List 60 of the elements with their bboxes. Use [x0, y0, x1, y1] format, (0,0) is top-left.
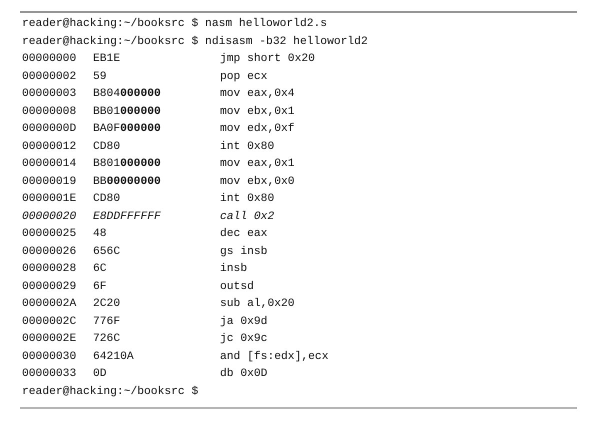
instruction-cell: pop ecx	[220, 70, 268, 84]
instruction-cell: and [fs:edx],ecx	[220, 350, 328, 364]
instruction-cell: call 0x2	[220, 210, 274, 224]
address-cell: 00000003	[22, 87, 76, 102]
opcode-cell: 2C20	[93, 297, 120, 312]
opcode-cell: BA0F000000	[93, 122, 161, 136]
opcode-cell: 59	[93, 70, 107, 84]
opcode-cell: E8DDFFFFFF	[93, 210, 161, 224]
opcode-cell: 6F	[93, 280, 107, 294]
instruction-cell: dec eax	[220, 227, 268, 242]
instruction-cell: jmp short 0x20	[220, 52, 315, 66]
instruction-cell: mov edx,0xf	[220, 122, 295, 136]
opcode-cell: 0D	[93, 367, 107, 382]
instruction-cell: db 0x0D	[220, 367, 268, 382]
instruction-cell: int 0x80	[220, 140, 274, 154]
address-cell: 00000000	[22, 52, 76, 66]
address-cell: 00000028	[22, 262, 76, 276]
instruction-cell: mov eax,0x4	[220, 87, 295, 102]
address-cell: 0000002A	[22, 297, 76, 312]
opcode-cell: 6C	[93, 262, 107, 276]
instruction-cell: mov eax,0x1	[220, 157, 295, 172]
opcode-cell: B801000000	[93, 157, 161, 172]
shell-prompt: reader@hacking:~/booksrc $	[22, 384, 198, 399]
opcode-cell: CD80	[93, 192, 120, 206]
opcode-cell: 64210A	[93, 350, 134, 364]
instruction-cell: mov ebx,0x1	[220, 104, 295, 119]
opcode-cell: B804000000	[93, 87, 161, 102]
address-cell: 00000012	[22, 140, 76, 154]
command-line: reader@hacking:~/booksrc $ nasm helloworld2.s	[22, 17, 328, 31]
address-cell: 00000002	[22, 70, 76, 84]
opcode-cell: BB00000000	[93, 174, 161, 189]
opcode-cell: 726C	[93, 332, 120, 346]
instruction-cell: int 0x80	[220, 192, 274, 206]
address-cell: 00000014	[22, 157, 76, 172]
opcode-cell: EB1E	[93, 52, 120, 66]
instruction-cell: gs insb	[220, 244, 268, 259]
opcode-cell: BB01000000	[93, 104, 161, 119]
address-cell: 00000019	[22, 174, 76, 189]
instruction-cell: jc 0x9c	[220, 332, 268, 346]
opcode-cell: 48	[93, 227, 107, 242]
opcode-cell: 656C	[93, 244, 120, 259]
address-cell: 0000001E	[22, 192, 76, 206]
address-cell: 00000030	[22, 350, 76, 364]
command-line: reader@hacking:~/booksrc $ ndisasm -b32 helloworld2	[22, 34, 368, 49]
opcode-cell: 776F	[93, 314, 120, 329]
address-cell: 0000002E	[22, 332, 76, 346]
instruction-cell: sub al,0x20	[220, 297, 295, 312]
address-cell: 00000033	[22, 367, 76, 382]
opcode-cell: CD80	[93, 140, 120, 154]
instruction-cell: mov ebx,0x0	[220, 174, 295, 189]
address-cell: 00000020	[22, 210, 76, 224]
instruction-cell: ja 0x9d	[220, 314, 268, 329]
address-cell: 00000008	[22, 104, 76, 119]
address-cell: 00000026	[22, 244, 76, 259]
address-cell: 00000029	[22, 280, 76, 294]
address-cell: 00000025	[22, 227, 76, 242]
instruction-cell: outsd	[220, 280, 254, 294]
instruction-cell: insb	[220, 262, 248, 276]
address-cell: 0000002C	[22, 314, 76, 329]
address-cell: 0000000D	[22, 122, 76, 136]
